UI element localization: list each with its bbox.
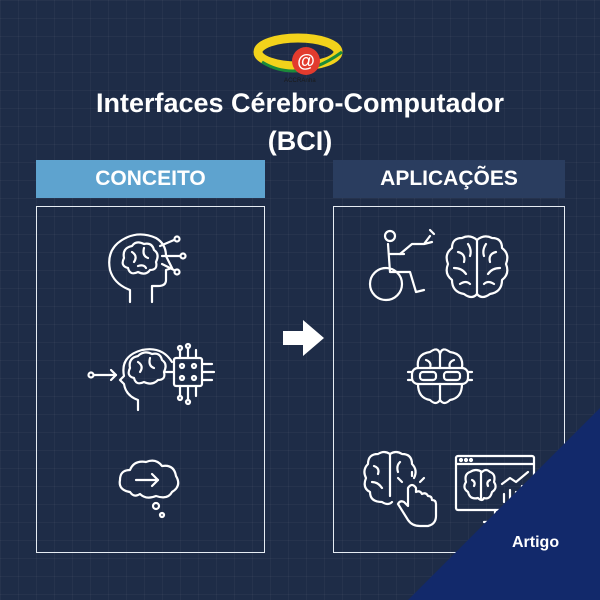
head-brain-chip-icon <box>87 342 216 412</box>
wheelchair-robot-arm-icon <box>368 228 436 302</box>
concept-panel <box>36 206 265 553</box>
logo-text: ACCRAnha <box>284 78 316 84</box>
concept-header: CONCEITO <box>36 160 265 198</box>
brain-hand-click-icon <box>363 450 438 528</box>
page-title: Interfaces Cérebro-Computador <box>95 88 505 118</box>
applications-header: APLICAÇÕES <box>333 160 565 198</box>
thought-cloud-arrow-icon <box>118 459 180 519</box>
svg-text:@: @ <box>297 51 315 71</box>
brain-icon <box>445 235 509 299</box>
brain-vr-headset-icon <box>406 348 474 405</box>
article-badge-label: Artigo <box>512 534 560 551</box>
logo-icon: @ <box>253 33 343 75</box>
head-brain-circuit-icon <box>108 233 187 304</box>
right-arrow-icon <box>283 320 324 356</box>
monitor-brain-chart-icon <box>454 454 536 524</box>
page-subtitle: (BCI) <box>267 126 333 156</box>
